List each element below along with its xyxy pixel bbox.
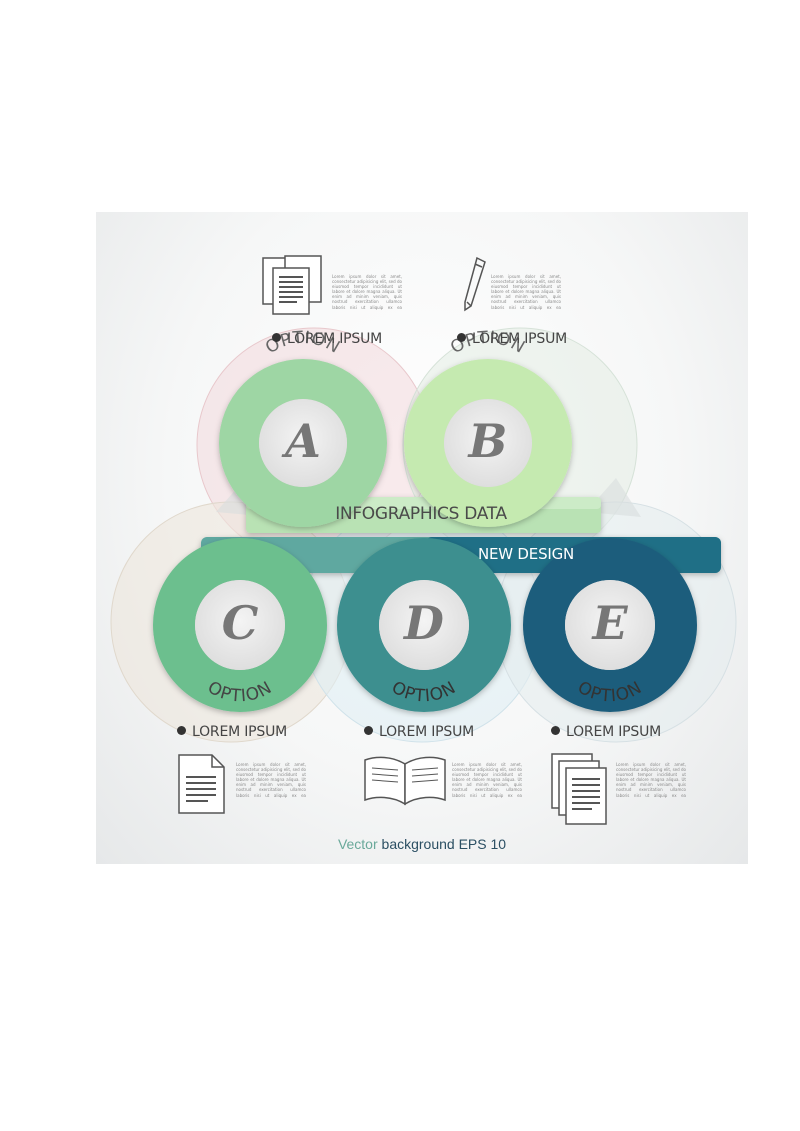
label-d-text: LOREM IPSUM bbox=[379, 724, 475, 740]
infographics-data-title: INFOGRAPHICS DATA bbox=[335, 504, 507, 524]
infographic-diagram: OPTION OPTION OPTION OPTION OPTION bbox=[110, 327, 737, 743]
new-design-title: NEW DESIGN bbox=[477, 545, 575, 563]
bullet-dot bbox=[177, 726, 186, 735]
lorem-c: Lorem ipsum dolor sit amet, consectetur … bbox=[236, 762, 306, 798]
label-c-text: LOREM IPSUM bbox=[192, 724, 288, 740]
option-letter-e: E bbox=[592, 596, 628, 650]
label-b: LOREM IPSUM bbox=[457, 331, 567, 347]
open-book-icon bbox=[362, 754, 448, 812]
label-c: LOREM IPSUM bbox=[177, 724, 287, 740]
bullet-dot bbox=[272, 333, 281, 342]
bullet-dot bbox=[551, 726, 560, 735]
label-d: LOREM IPSUM bbox=[364, 724, 474, 740]
infographic-panel: OPTION OPTION OPTION OPTION OPTION A B C… bbox=[96, 212, 748, 864]
pencil-icon bbox=[461, 254, 491, 324]
ring-e bbox=[523, 538, 697, 712]
option-letter-c: C bbox=[221, 596, 259, 650]
option-letter-a: A bbox=[285, 414, 321, 468]
label-e: LOREM IPSUM bbox=[551, 724, 661, 740]
label-a-text: LOREM IPSUM bbox=[287, 331, 383, 347]
ring-c bbox=[153, 538, 327, 712]
label-e-text: LOREM IPSUM bbox=[566, 724, 662, 740]
label-a: LOREM IPSUM bbox=[272, 331, 382, 347]
footer-caption: Vector background EPS 10 bbox=[96, 836, 748, 852]
documents-icon bbox=[261, 254, 325, 322]
bullet-dot bbox=[364, 726, 373, 735]
label-b-text: LOREM IPSUM bbox=[472, 331, 568, 347]
ring-b bbox=[404, 359, 572, 527]
stacked-documents-icon bbox=[550, 752, 610, 832]
option-letter-d: D bbox=[404, 596, 444, 650]
footer-vector: Vector bbox=[337, 836, 378, 852]
lorem-b: Lorem ipsum dolor sit amet, consectetur … bbox=[491, 274, 561, 310]
footer-background: background EPS 10 bbox=[381, 836, 507, 852]
document-icon bbox=[176, 752, 228, 820]
ring-a bbox=[219, 359, 387, 527]
lorem-a: Lorem ipsum dolor sit amet, consectetur … bbox=[332, 274, 402, 310]
option-letter-b: B bbox=[468, 414, 508, 468]
lorem-d: Lorem ipsum dolor sit amet, consectetur … bbox=[452, 762, 522, 798]
ring-d bbox=[337, 538, 511, 712]
bullet-dot bbox=[457, 333, 466, 342]
lorem-e: Lorem ipsum dolor sit amet, consectetur … bbox=[616, 762, 686, 798]
